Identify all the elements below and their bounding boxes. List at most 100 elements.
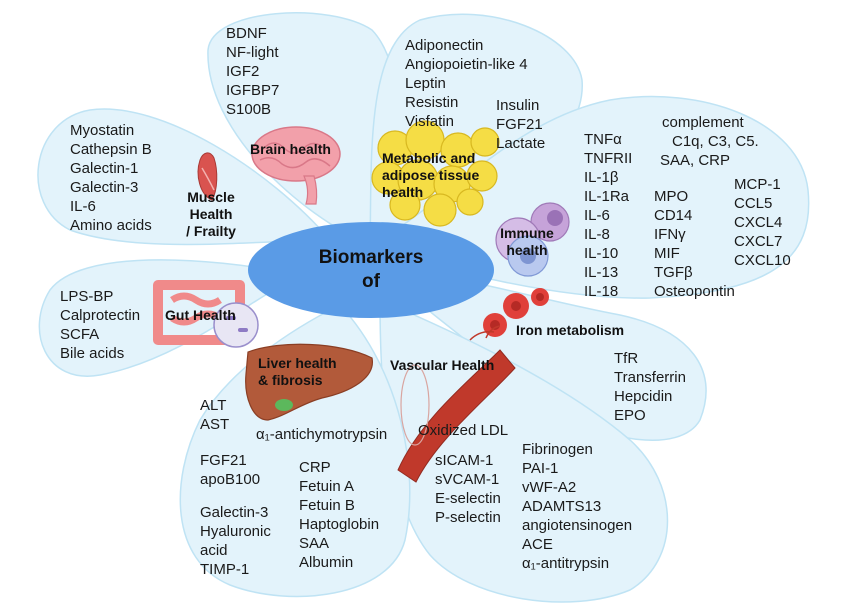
liver-biomarker-group4: CRP Fetuin A Fetuin B Haptoglobin SAA Al… <box>299 458 379 572</box>
liver-antichymotrypsin: α₁-antichymotrypsin <box>256 426 388 443</box>
gut-item: SCFA <box>60 326 100 343</box>
liver-item: TIMP-1 <box>200 561 250 578</box>
liver-title-line: & fibrosis <box>258 372 323 388</box>
vascular-item: PAI-1 <box>522 460 559 477</box>
fat-cells-icon <box>371 120 500 227</box>
metabolic-item: Leptin <box>405 75 446 92</box>
center-title-line2: of <box>362 271 380 292</box>
brain-item: BDNF <box>226 25 267 42</box>
immune-item: IL-10 <box>584 245 619 262</box>
gut-item: LPS-BP <box>60 288 114 305</box>
immune-complement-line: C1q, C3, C5. <box>672 133 759 150</box>
liver-title-line: Liver health <box>258 355 337 371</box>
metabolic-title-line: health <box>382 184 424 200</box>
immune-item: IL-8 <box>584 226 610 243</box>
immune-item: CXCL10 <box>734 252 791 269</box>
immune-item: MCP-1 <box>734 176 781 193</box>
muscle-item: Galectin-3 <box>70 179 139 196</box>
immune-cells-icon <box>495 202 570 277</box>
immune-complement-line: complement <box>662 114 744 131</box>
vascular-item: Fibrinogen <box>522 441 593 458</box>
metabolic-biomarker-list-b: Insulin FGF21 Lactate <box>496 96 545 153</box>
immune-item: IFNγ <box>654 226 686 243</box>
immune-item: MIF <box>654 245 680 262</box>
liver-item: SAA <box>299 535 330 552</box>
liver-item: apoB100 <box>200 471 261 488</box>
immune-complement-list: complement C1q, C3, C5. SAA, CRP <box>660 113 759 170</box>
liver-item: Hyaluronic <box>200 523 271 540</box>
vascular-biomarker-group1: sICAM-1 sVCAM-1 E-selectin P-selectin <box>435 451 501 527</box>
iron-biomarker-list: TfR Transferrin Hepcidin EPO <box>614 349 686 425</box>
liver-item: Haptoglobin <box>299 516 380 533</box>
immune-item: CXCL7 <box>734 233 783 250</box>
vascular-oxidized-ldl: Oxidized LDL <box>418 422 509 439</box>
brain-icon <box>251 126 341 205</box>
petal-muscle <box>37 108 332 246</box>
muscle-title-line: Muscle <box>187 189 235 205</box>
metabolic-title-line: Metabolic and <box>382 150 476 166</box>
muscle-title-line: / Frailty <box>186 223 236 239</box>
vascular-item: vWF-A2 <box>522 479 577 496</box>
immune-item: MPO <box>654 188 689 205</box>
vascular-item: E-selectin <box>435 490 501 507</box>
liver-item: Fetuin B <box>299 497 355 514</box>
muscle-health-title: Muscle Health / Frailty <box>178 189 244 240</box>
brain-item: NF-light <box>226 44 279 61</box>
iron-metabolism-title: Iron metabolism <box>516 322 625 338</box>
liver-item: ALT <box>200 397 227 414</box>
muscle-title-line: Health <box>189 206 233 222</box>
muscle-biomarker-list: Myostatin Cathepsin B Galectin-1 Galecti… <box>70 121 152 235</box>
brain-item: IGFBP7 <box>226 82 280 99</box>
muscle-item: Cathepsin B <box>70 141 152 158</box>
vascular-item: ACE <box>522 536 553 553</box>
immune-item: TNFα <box>584 131 622 148</box>
immune-biomarker-col1: TNFα TNFRII IL-1β IL-1Ra IL-6 IL-8 IL-10… <box>584 130 632 301</box>
muscle-item: Myostatin <box>70 122 135 139</box>
immune-item: Osteopontin <box>654 283 735 300</box>
center-title-line1: Biomarkers <box>318 247 424 268</box>
metabolic-item: Adiponectin <box>405 37 484 54</box>
center-ellipse <box>248 222 494 318</box>
liver-item: acid <box>200 542 228 559</box>
immune-biomarker-col2: MPO CD14 IFNγ MIF TGFβ Osteopontin <box>654 187 735 301</box>
immune-item: TGFβ <box>654 264 693 281</box>
gut-item: Bile acids <box>60 345 125 362</box>
iron-item: TfR <box>614 350 639 367</box>
liver-icon <box>245 343 373 421</box>
iron-item: Hepcidin <box>614 388 673 405</box>
gut-item: Calprotectin <box>60 307 141 324</box>
liver-biomarker-group3: Galectin-3 Hyaluronic acid TIMP-1 <box>200 503 271 579</box>
muscle-item: Galectin-1 <box>70 160 139 177</box>
liver-health-title: Liver health & fibrosis <box>258 355 337 389</box>
immune-item: TNFRII <box>584 150 633 167</box>
liver-item: CRP <box>299 459 331 476</box>
gut-health-title: Gut Health <box>165 307 236 323</box>
metabolic-health-title: Metabolic and adipose tissue health <box>382 150 479 201</box>
immune-item: CXCL4 <box>734 214 783 231</box>
immune-health-title: Immune health <box>494 225 560 259</box>
liver-item: Galectin-3 <box>200 504 269 521</box>
intestine-icon <box>153 280 259 348</box>
vascular-item: angiotensinogen <box>522 517 633 534</box>
immune-item: IL-13 <box>584 264 619 281</box>
metabolic-biomarker-list-a: Adiponectin Angiopoietin-like 4 Leptin R… <box>405 36 528 131</box>
iron-item: EPO <box>614 407 646 424</box>
metabolic-item: FGF21 <box>496 116 543 133</box>
liver-biomarker-group1: ALT AST <box>200 396 229 434</box>
liver-item: Fetuin A <box>299 478 355 495</box>
immune-item: CD14 <box>654 207 693 224</box>
brain-health-title: Brain health <box>250 141 331 157</box>
vascular-biomarker-group2: Fibrinogen PAI-1 vWF-A2 ADAMTS13 angiote… <box>522 440 632 573</box>
liver-item: FGF21 <box>200 452 247 469</box>
metabolic-title-line: adipose tissue <box>382 167 480 183</box>
iron-item: Transferrin <box>614 369 686 386</box>
vascular-item: ADAMTS13 <box>522 498 602 515</box>
immune-item: CCL5 <box>734 195 773 212</box>
muscle-item: IL-6 <box>70 198 96 215</box>
brain-item: IGF2 <box>226 63 260 80</box>
immune-item: IL-1β <box>584 169 619 186</box>
metabolic-item: Visfatin <box>405 113 454 130</box>
muscle-icon <box>197 152 218 201</box>
vascular-item: sVCAM-1 <box>435 471 500 488</box>
